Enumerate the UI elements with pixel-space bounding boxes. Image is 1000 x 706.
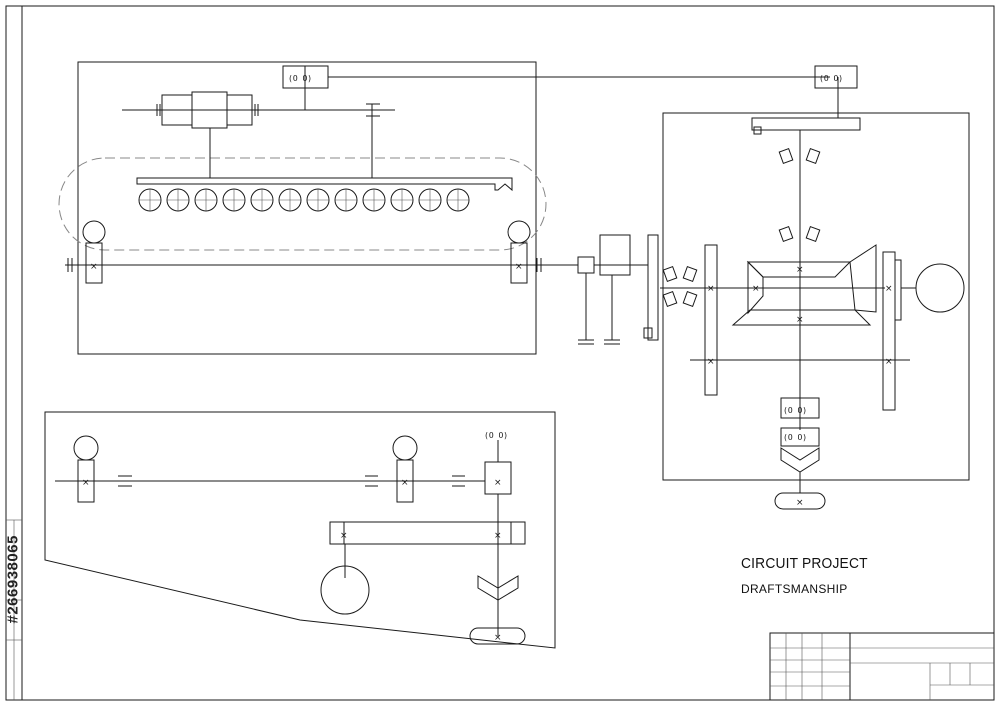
project-subtitle: DRAFTSMANSHIP	[741, 582, 848, 596]
drive-output-wheel	[469, 627, 526, 645]
project-title: CIRCUIT PROJECT	[741, 555, 868, 572]
side-stamp-grid	[6, 519, 22, 700]
drive-motor	[320, 565, 370, 615]
cross-mark: ×	[796, 498, 804, 508]
roller-row	[138, 188, 470, 212]
cross-mark: ×	[494, 531, 502, 541]
cross-mark: ×	[82, 478, 90, 488]
bearing-top: (O O)	[288, 74, 312, 83]
bearing-gearbox-low-1: (O O)	[783, 406, 807, 415]
gearbox-frame	[662, 112, 970, 481]
gearbox-assembly	[660, 112, 970, 510]
cross-mark: ×	[515, 262, 523, 272]
cross-mark: ×	[796, 315, 804, 325]
gearbox-motor	[915, 263, 965, 313]
cross-mark: ×	[494, 478, 502, 488]
cross-mark: ×	[494, 633, 502, 643]
drive-assembly	[44, 411, 556, 649]
cross-mark: ×	[796, 265, 804, 275]
intermediate-coupling	[545, 234, 659, 345]
bearing-gearbox-top: (O O)	[819, 74, 843, 83]
cross-mark: ×	[885, 357, 893, 367]
bearing-drive: (O O)	[484, 431, 508, 440]
cross-mark: ×	[707, 284, 715, 294]
right-pulley	[507, 220, 531, 244]
cross-mark: ×	[752, 284, 760, 294]
drawing-frame	[21, 5, 995, 701]
dashed-belt-path	[58, 157, 547, 251]
drive-frame	[44, 411, 556, 649]
conveyor-assembly	[58, 61, 547, 355]
cross-mark: ×	[707, 357, 715, 367]
stock-id-watermark: #266938065	[4, 535, 22, 624]
cross-mark: ×	[340, 531, 348, 541]
cross-mark: ×	[90, 262, 98, 272]
cross-mark: ×	[885, 284, 893, 294]
conveyor-frame	[77, 61, 537, 355]
title-block	[769, 632, 995, 701]
rack	[136, 177, 513, 192]
cross-mark: ×	[401, 478, 409, 488]
left-pulley	[82, 220, 106, 244]
bearing-gearbox-low-2: (O O)	[783, 433, 807, 442]
